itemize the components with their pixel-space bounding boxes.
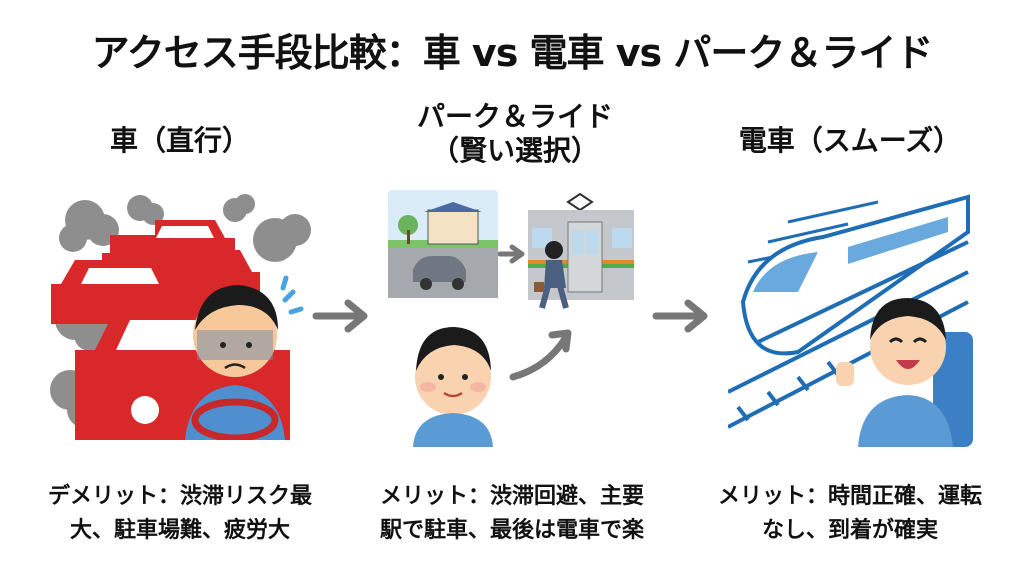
description-park-and-ride: メリット：渋滞回避、主要 駅で駐車、最後は電車で楽 bbox=[352, 480, 672, 548]
description-car-line2: 大、駐車場難、疲労大 bbox=[69, 518, 290, 543]
description-park-and-ride-line1: メリット：渋滞回避、主要 bbox=[379, 484, 644, 509]
heading-park-and-ride-line1: パーク＆ライド bbox=[416, 100, 613, 133]
description-train-line1: メリット：時間正確、運転 bbox=[717, 484, 982, 509]
bullet-train-icon bbox=[740, 194, 970, 356]
heading-park-and-ride: パーク＆ライド （賢い選択） bbox=[370, 100, 660, 168]
description-car: デメリット：渋滞リスク最 大、駐車場難、疲労大 bbox=[20, 480, 340, 548]
description-train-line2: なし、到着が確実 bbox=[761, 518, 938, 543]
description-car-line1: デメリット：渋滞リスク最 bbox=[47, 484, 312, 509]
traffic-jam-illustration bbox=[50, 194, 311, 440]
heading-car-text: 車（直行） bbox=[109, 124, 250, 157]
heading-park-and-ride-line2: （賢い選択） bbox=[430, 134, 599, 167]
stressed-driver-icon bbox=[185, 275, 304, 440]
station-parking-illustration bbox=[388, 190, 498, 298]
heading-train: 電車（スムーズ） bbox=[700, 124, 1000, 158]
arrow-right-icon bbox=[312, 299, 368, 333]
smiling-man-icon bbox=[413, 327, 493, 447]
bullet-train-illustration bbox=[728, 194, 973, 447]
page-title: アクセス手段比較：車 vs 電車 vs パーク＆ライド bbox=[91, 31, 934, 75]
heading-car: 車（直行） bbox=[40, 124, 320, 158]
commuter-train-illustration bbox=[528, 192, 634, 309]
heading-train-text: 電車（スムーズ） bbox=[738, 124, 962, 157]
happy-passenger-icon bbox=[836, 298, 973, 447]
arrow-right-icon-2 bbox=[652, 299, 708, 333]
small-arrow-right-icon bbox=[498, 244, 525, 264]
walking-commuter-icon bbox=[534, 241, 569, 309]
curved-arrow-icon bbox=[509, 329, 572, 381]
description-park-and-ride-line2: 駅で駐車、最後は電車で楽 bbox=[379, 518, 644, 543]
description-train: メリット：時間正確、運転 なし、到着が確実 bbox=[690, 480, 1010, 548]
